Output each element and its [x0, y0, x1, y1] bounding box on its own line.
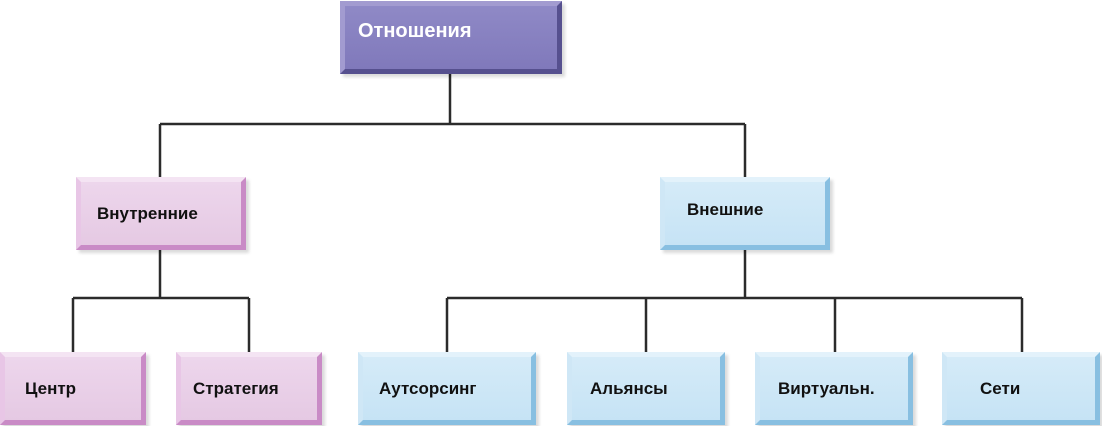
node-label: Внутренние: [97, 203, 198, 223]
node-label: Отношения: [358, 20, 472, 42]
node-label: Внешние: [687, 200, 764, 219]
node-external: Внешние: [660, 177, 830, 250]
node-center: Центр: [0, 352, 146, 425]
node-strategy: Стратегия: [176, 352, 322, 425]
node-label: Альянсы: [590, 378, 668, 398]
node-virtual: Виртуальн.: [755, 352, 913, 425]
node-alliances: Альянсы: [567, 352, 725, 425]
node-relations: Отношения: [340, 1, 562, 74]
node-outsourcing: Аутсорсинг: [358, 352, 536, 425]
node-internal: Внутренние: [76, 177, 246, 250]
node-networks: Сети: [942, 352, 1100, 425]
node-label: Сети: [980, 378, 1021, 398]
node-label: Аутсорсинг: [379, 378, 477, 398]
node-label: Стратегия: [193, 378, 279, 398]
node-label: Центр: [25, 378, 77, 398]
node-label: Виртуальн.: [778, 378, 875, 398]
